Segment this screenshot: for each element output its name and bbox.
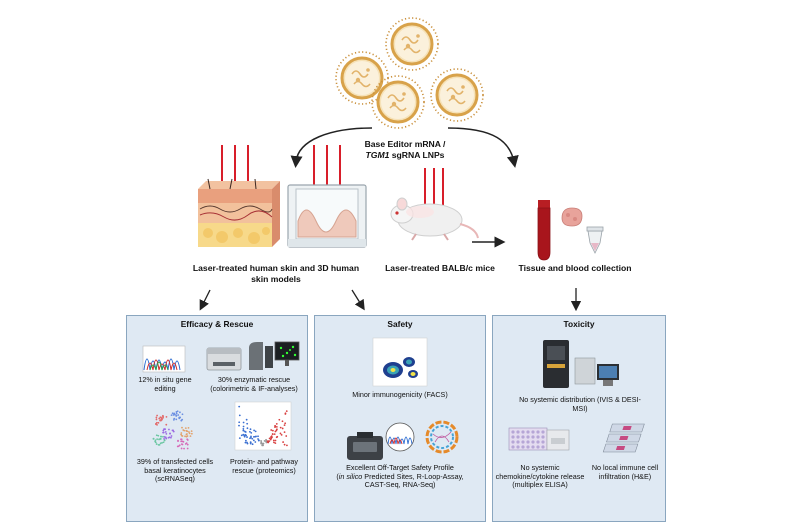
lnp-icon bbox=[370, 74, 426, 130]
toxicity-item-1: No systemic distribution (IVIS & DESI-MS… bbox=[519, 395, 641, 413]
arrow-to-efficacy bbox=[199, 289, 211, 311]
blood-tube-icon bbox=[537, 200, 551, 261]
chromatogram-icon bbox=[142, 345, 186, 373]
eppendorf-tube-icon bbox=[586, 226, 604, 254]
facs-plot-icon bbox=[372, 337, 428, 387]
efficacy-panel: Efficacy & Rescue 12% in situ gene editi… bbox=[126, 315, 308, 522]
efficacy-item-1: 12% in situ gene editing bbox=[138, 375, 192, 393]
mice-label: Laser-treated BALB/c mice bbox=[385, 263, 495, 273]
circos-icon bbox=[425, 420, 459, 454]
toxicity-item-3: No local immune cell infiltration (H&E) bbox=[591, 463, 659, 481]
safety-item-1: Minor immunogenicity (FACS) bbox=[352, 390, 448, 399]
ivis-imager-icon bbox=[543, 340, 619, 388]
human-skin-label: Laser-treated human skin and 3D human sk… bbox=[192, 263, 360, 284]
toxicity-title: Toxicity bbox=[563, 319, 595, 329]
skin-icon bbox=[198, 145, 280, 247]
safety-panel: Safety Minor immunogenicity (FACS) Excel… bbox=[314, 315, 486, 522]
chromatogram-icon bbox=[385, 422, 415, 452]
efficacy-item-2: 30% enzymatic rescue (colorimetric & IF-… bbox=[210, 375, 298, 393]
transwell-icon bbox=[287, 145, 367, 248]
arrow-to-safety bbox=[351, 289, 365, 311]
tissue-icon bbox=[561, 207, 583, 227]
elisa-plate-icon bbox=[508, 427, 570, 451]
safety-item-2: Excellent Off-Target Safety Profile (in … bbox=[336, 463, 464, 490]
tissue-label: Tissue and blood collection bbox=[518, 263, 632, 273]
lnp-icon bbox=[384, 16, 440, 72]
mouse-icon bbox=[390, 168, 479, 241]
toxicity-item-2: No systemic chemokine/cytokine release (… bbox=[495, 463, 585, 490]
volcano-plot-icon bbox=[234, 401, 292, 451]
histology-slides-icon bbox=[602, 423, 645, 453]
efficacy-title: Efficacy & Rescue bbox=[180, 319, 254, 329]
plate-reader-icon bbox=[206, 347, 242, 371]
lnp-icon bbox=[429, 67, 485, 123]
microscope-icon bbox=[249, 341, 300, 370]
toxicity-panel: Toxicity No systemic distribution (IVIS … bbox=[492, 315, 666, 522]
safety-title: Safety bbox=[387, 319, 413, 329]
umap-icon bbox=[152, 410, 193, 450]
sequencer-icon bbox=[347, 432, 383, 460]
efficacy-item-3: 39% of transfected cells basal keratinoc… bbox=[136, 457, 214, 484]
efficacy-item-4: Protein- and pathway rescue (proteomics) bbox=[230, 457, 298, 475]
lnp-icon bbox=[334, 50, 390, 106]
lnp-label: Base Editor mRNA / TGM1 sgRNA LNPs bbox=[364, 139, 446, 160]
